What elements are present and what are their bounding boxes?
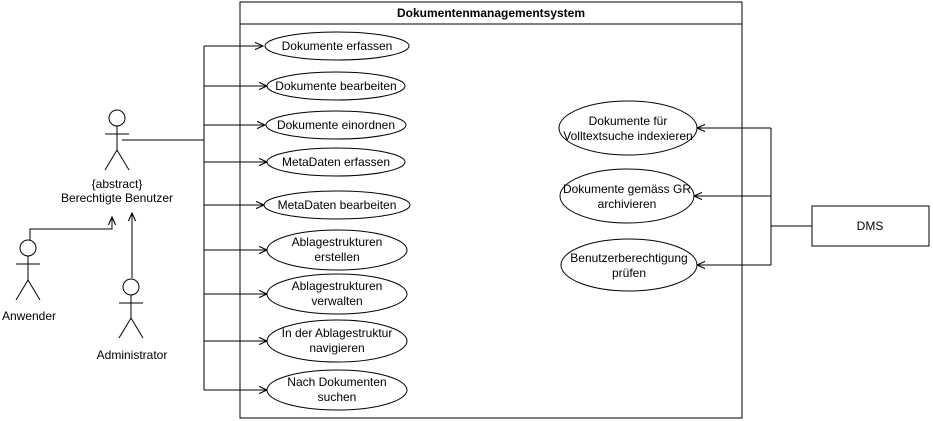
- uc-benutzerberechtigung-pruefen[interactable]: Benutzerberechtigung prüfen: [560, 238, 698, 292]
- actor-stereotype: {abstract}: [92, 177, 143, 191]
- use-case-label-line1: Ablagestrukturen: [292, 279, 383, 293]
- use-case-label: Dokumente erfassen: [282, 39, 393, 53]
- use-case-label: Dokumente einordnen: [277, 118, 395, 132]
- uc-nach-dokumenten-suchen[interactable]: Nach Dokumenten suchen: [266, 369, 408, 411]
- uc-dokumente-erfassen[interactable]: Dokumente erfassen: [264, 31, 410, 61]
- uc-metadaten-bearbeiten[interactable]: MetaDaten bearbeiten: [263, 190, 411, 220]
- uc-gr-archivieren[interactable]: Dokumente gemäss GR archivieren: [559, 168, 695, 224]
- use-case-label-line2: prüfen: [612, 266, 646, 280]
- generalization-connectors: [29, 213, 132, 278]
- stick-figure-icon: [104, 109, 130, 171]
- uc-ablagestruktur-navigieren[interactable]: In der Ablagestruktur navigieren: [266, 319, 408, 363]
- actor-anwender[interactable]: Anwender: [2, 239, 56, 323]
- uc-ablagestrukturen-erstellen[interactable]: Ablagestrukturen erstellen: [266, 229, 408, 271]
- use-case-label: MetaDaten erfassen: [282, 155, 390, 169]
- actor-dms[interactable]: DMS: [811, 205, 930, 247]
- use-case-label-line2: suchen: [318, 390, 357, 404]
- use-case-label-line2: Volltextsuche indexieren: [563, 129, 692, 143]
- use-case-label-line1: Ablagestrukturen: [292, 235, 383, 249]
- use-case-label-line1: Nach Dokumenten: [287, 375, 386, 389]
- uc-volltextsuche-indexieren[interactable]: Dokumente für Volltextsuche indexieren: [558, 100, 698, 156]
- stick-figure-icon: [15, 239, 41, 301]
- stick-figure-icon: [118, 278, 144, 339]
- use-case-label-line1: Dokumente gemäss GR: [563, 182, 691, 196]
- use-case-label-line1: In der Ablagestruktur: [282, 326, 393, 340]
- use-case-label-line2: archivieren: [598, 197, 657, 211]
- use-case-label: MetaDaten bearbeiten: [278, 198, 397, 212]
- actor-label: Anwender: [2, 309, 56, 323]
- actor-label: Administrator: [97, 348, 168, 362]
- actor-label: Berechtigte Benutzer: [61, 191, 173, 205]
- connectors-right: [694, 128, 812, 265]
- uc-dokumente-bearbeiten[interactable]: Dokumente bearbeiten: [266, 71, 406, 101]
- use-case-label-line1: Dokumente für: [589, 114, 668, 128]
- use-case-label: Dokumente bearbeiten: [275, 79, 396, 93]
- connectors-left: [122, 46, 267, 390]
- use-case-label-line2: verwalten: [311, 294, 362, 308]
- actor-label: DMS: [857, 219, 884, 233]
- uc-ablagestrukturen-verwalten[interactable]: Ablagestrukturen verwalten: [266, 273, 408, 315]
- uc-dokumente-einordnen[interactable]: Dokumente einordnen: [265, 110, 407, 140]
- actor-administrator[interactable]: Administrator: [97, 278, 168, 362]
- use-case-label-line2: erstellen: [314, 250, 359, 264]
- actor-berechtigte-benutzer[interactable]: {abstract} Berechtigte Benutzer: [61, 109, 173, 205]
- uc-metadaten-erfassen[interactable]: MetaDaten erfassen: [266, 147, 406, 177]
- use-case-label-line2: navigieren: [309, 341, 364, 355]
- use-case-label-line1: Benutzerberechtigung: [570, 251, 687, 265]
- system-title: Dokumentenmanagementsystem: [397, 6, 585, 20]
